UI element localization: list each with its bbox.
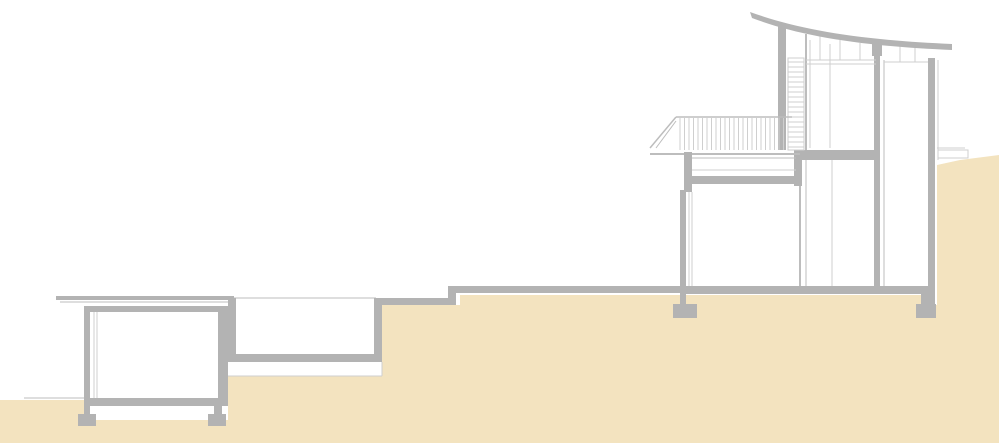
lower-right-wall (218, 306, 228, 404)
lower-floor-slab (84, 398, 228, 406)
balcony-railing (649, 116, 792, 150)
footing-icon (78, 414, 96, 426)
curved-roof-icon (750, 12, 952, 50)
pool-icon (228, 297, 383, 377)
footing-icon (208, 414, 226, 426)
upper-floor-slab (680, 286, 930, 294)
lower-left-wall (84, 312, 90, 404)
lower-roof-slab (56, 296, 234, 300)
footing-icon (673, 304, 697, 318)
lower-ceiling-slab (84, 306, 228, 312)
lower-pavilion (24, 296, 234, 426)
terrace-paving (374, 286, 680, 305)
upper-house (649, 12, 969, 318)
footing-icon (916, 304, 936, 318)
